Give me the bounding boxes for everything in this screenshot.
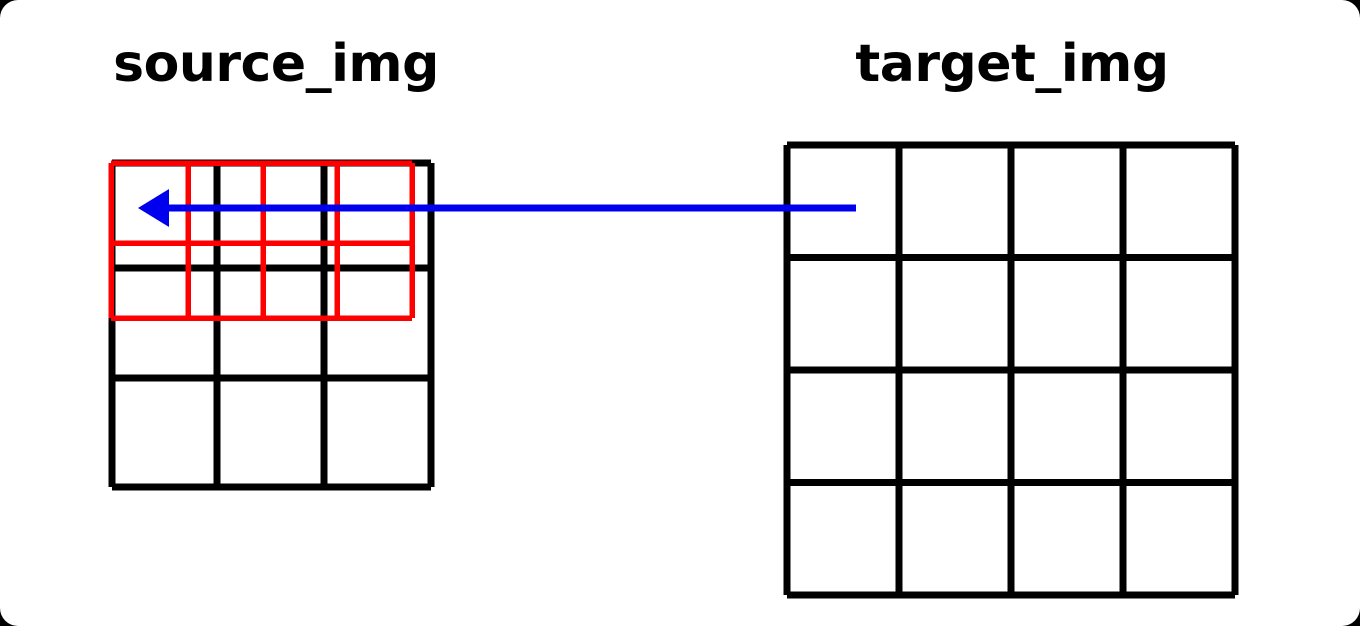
source-panel-title: source_img — [113, 34, 439, 94]
target-to-source-arrow — [138, 189, 856, 227]
arrow-head — [138, 189, 169, 227]
red-resampled-grid-overlay — [108, 160, 415, 321]
target-panel-title: target_img — [855, 34, 1169, 94]
target-grid — [783, 141, 1239, 599]
